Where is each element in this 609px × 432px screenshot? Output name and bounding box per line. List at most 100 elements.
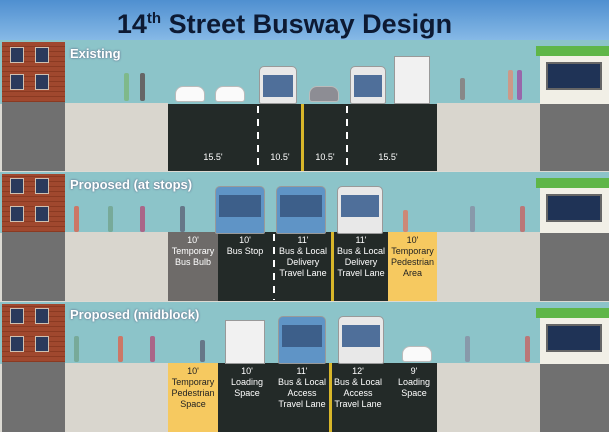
roadway [218,232,388,301]
truck [394,56,430,104]
right-storefront [536,178,609,233]
lane-name: Bus & Local Delivery Travel Lane [336,246,386,278]
right-sidewalk [437,103,540,171]
panel-title: Proposed (at stops) [70,177,193,192]
lane-width: 10' [241,366,253,376]
lane-name: Temporary Pedestrian Space [171,377,215,409]
title-sup: th [146,10,162,27]
pedestrian [520,206,525,232]
panel-proposed-at-stops: Proposed (at stops) 10'Temporary Bus Bul… [0,172,609,301]
lane-name: Temporary Bus Bulb [171,246,215,267]
right-storefront [536,46,609,104]
lane-width: 10' [239,235,251,245]
lane-width: 10' [406,235,419,245]
pedestrian [525,336,530,362]
right-sidewalk [437,232,540,301]
lane-label: 10'Temporary Bus Bulb [168,235,218,268]
pedestrian [74,206,79,232]
car [215,86,245,102]
right-storefront [536,308,609,364]
lane-label: 10'Temporary Pedestrian Area [388,235,437,279]
lane-name: Bus Stop [226,246,264,256]
lane-label: 10'Loading Space [222,366,272,399]
right-building-base [540,233,609,301]
left-building-base [2,362,65,432]
bus [338,316,384,364]
bus [259,66,297,104]
title-number: 14 [116,9,147,39]
roadway [218,363,437,432]
center-line [331,232,334,301]
lane-width: 11' [297,235,309,245]
lane-label: 11'Bus & Local Access Travel Lane [276,366,328,410]
diagram-title-bar: 14th Street Busway Design [0,0,609,40]
lane-name: Loading Space [230,377,264,398]
lane-label: 10'Temporary Pedestrian Space [168,366,218,410]
title-text: Street Busway Design [161,9,453,39]
left-building [2,304,65,362]
left-sidewalk [65,363,168,432]
bus [276,186,326,234]
bus [215,186,265,234]
pedestrian [180,206,185,232]
pedestrian [508,70,513,100]
pedestrian [74,336,79,362]
panel-title: Proposed (midblock) [70,307,200,322]
panel-title: Existing [70,46,121,61]
lane-width: 12' [352,366,364,376]
lane-divider [257,106,259,170]
left-sidewalk [65,103,168,171]
lane-width: 10' [187,366,199,376]
car [402,346,432,362]
right-building-base [540,104,609,171]
pedestrian [460,78,465,100]
lane-width: 9' [410,366,418,376]
pedestrian [470,206,475,232]
sky [0,40,609,104]
pedestrian [150,336,155,362]
lane-label: 9'Loading Space [392,366,436,399]
lane-width: 10' [187,235,199,245]
lane-width: 11' [355,235,367,245]
lane-name: Bus & Local Access Travel Lane [277,377,327,409]
left-building-base [2,232,65,301]
panel-proposed-midblock: Proposed (midblock) 10'Temporary Pedestr… [0,302,609,432]
pedestrian [118,336,123,362]
lane-label: 11'Bus & Local Delivery Travel Lane [276,235,330,279]
right-sidewalk [437,363,540,432]
panel-existing: Existing 15.5' 10.5' 10.5' 15.5' [0,40,609,171]
lane-name: Bus & Local Access Travel Lane [333,377,383,409]
left-building [2,42,65,102]
lane-label: 12'Bus & Local Access Travel Lane [332,366,384,410]
pedestrian [403,210,408,232]
right-building-base [540,364,609,432]
bus [278,316,326,364]
lane-label: 11'Bus & Local Delivery Travel Lane [334,235,388,279]
pedestrian [140,206,145,232]
pedestrian [200,340,205,362]
pedestrian [140,73,145,101]
lane-width-label: 10.5' [270,152,290,162]
lane-width-label: 15.5' [203,152,223,162]
car [309,86,339,102]
temporary-bus-bulb [168,232,218,301]
lane-width-label: 10.5' [315,152,335,162]
left-sidewalk [65,232,168,301]
lane-width-label: 15.5' [378,152,398,162]
bus [337,186,383,234]
pedestrian [465,336,470,362]
lane-name: Temporary Pedestrian Area [390,246,435,278]
diagram-title: 14th Street Busway Design [0,0,609,43]
left-building [2,174,65,232]
center-line [301,104,304,171]
delivery-truck [225,320,265,364]
lane-divider [273,234,275,300]
lane-name: Bus & Local Delivery Travel Lane [278,246,328,278]
pedestrian [108,206,113,232]
pedestrian [124,73,129,101]
pedestrian [517,70,522,100]
left-building-base [2,102,65,171]
temporary-pedestrian-area [388,232,437,301]
center-line [329,363,332,432]
lane-name: Loading Space [397,377,431,398]
